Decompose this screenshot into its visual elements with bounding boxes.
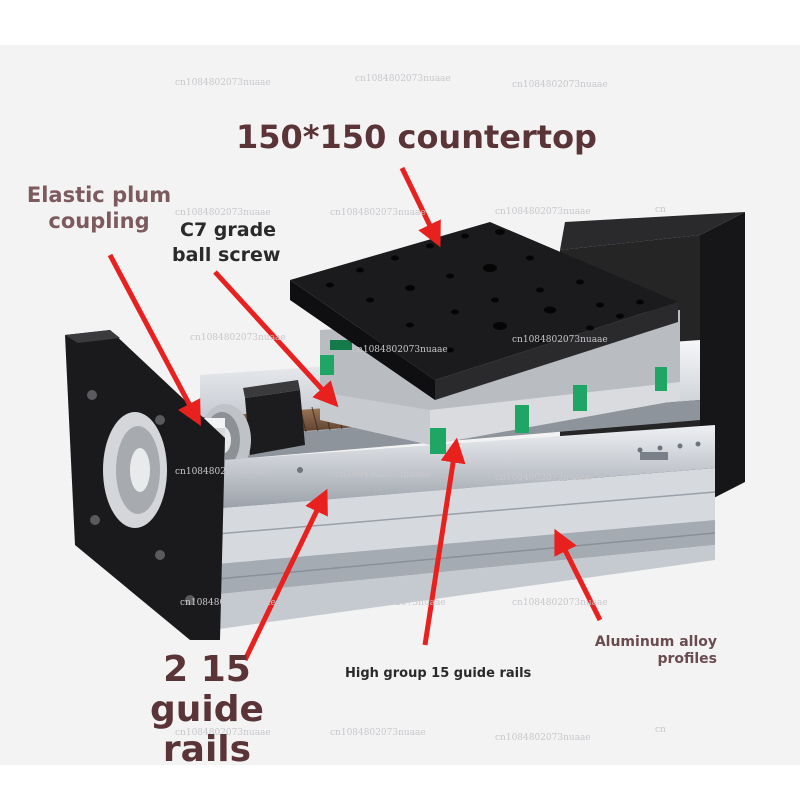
label-coupling-line1: Elastic plum	[26, 183, 172, 207]
arrow-ball-screw	[213, 270, 339, 408]
watermark: cn1084802073nuaae	[495, 473, 591, 483]
watermark: cn1084802073nuaae	[350, 598, 446, 608]
label-guide-rails: 2 15 guide rails	[112, 650, 302, 770]
watermark: cn1084802073nuaae	[352, 345, 448, 355]
watermark: cn1084802073nuaae	[335, 470, 431, 480]
label-coupling: Elastic plum coupling	[14, 182, 184, 234]
watermark: cn	[655, 725, 666, 735]
label-countertop: 150*150 countertop	[236, 118, 597, 156]
watermark: cn1084802073nuaae	[180, 598, 276, 608]
watermark: cn1084802073nuaae	[190, 333, 286, 343]
label-screw-line1: C7 grade	[180, 219, 277, 241]
arrow-aluminum	[554, 528, 603, 622]
label-aluminum-line1: Aluminum alloy	[594, 634, 717, 650]
label-guide-rails-line1: 2 15 guide	[150, 649, 264, 730]
label-ball-screw: C7 grade ball screw	[172, 218, 280, 268]
watermark: cn1084802073nuaae	[175, 208, 271, 218]
label-aluminum-line2: profiles	[657, 651, 717, 667]
watermark: cn1084802073nuaae	[512, 335, 608, 345]
watermark: cn1084802073nuaae	[495, 733, 591, 743]
label-aluminum: Aluminum alloy profiles	[585, 634, 717, 668]
watermark: cn1084802073nuaae	[512, 80, 608, 90]
label-guide-rails-line2: rails	[162, 729, 252, 770]
watermark: cn	[655, 205, 666, 215]
countertop-plate	[290, 222, 678, 400]
label-coupling-line2: coupling	[48, 209, 150, 233]
arrow-guide-rails	[242, 488, 328, 662]
arrow-countertop	[399, 166, 441, 248]
watermark: cn1084802073nuaae	[512, 598, 608, 608]
arrow-high-group	[422, 437, 466, 646]
watermark: cn1084802073nuaae	[175, 78, 271, 88]
label-high-group: High group 15 guide rails	[345, 666, 532, 681]
watermark: cn1084802073nuaae	[495, 207, 591, 217]
arrow-coupling	[107, 253, 201, 427]
watermark: cn1084802073nuaae	[175, 728, 271, 738]
watermark: cn1084802073nuaae	[355, 74, 451, 84]
watermark: cn1084802073nuaae	[330, 728, 426, 738]
watermark: cn1084802073nuaae	[175, 467, 271, 477]
label-screw-line2: ball screw	[172, 244, 281, 266]
callout-arrows	[107, 166, 603, 662]
watermark: cn1084802073nuaae	[330, 208, 426, 218]
